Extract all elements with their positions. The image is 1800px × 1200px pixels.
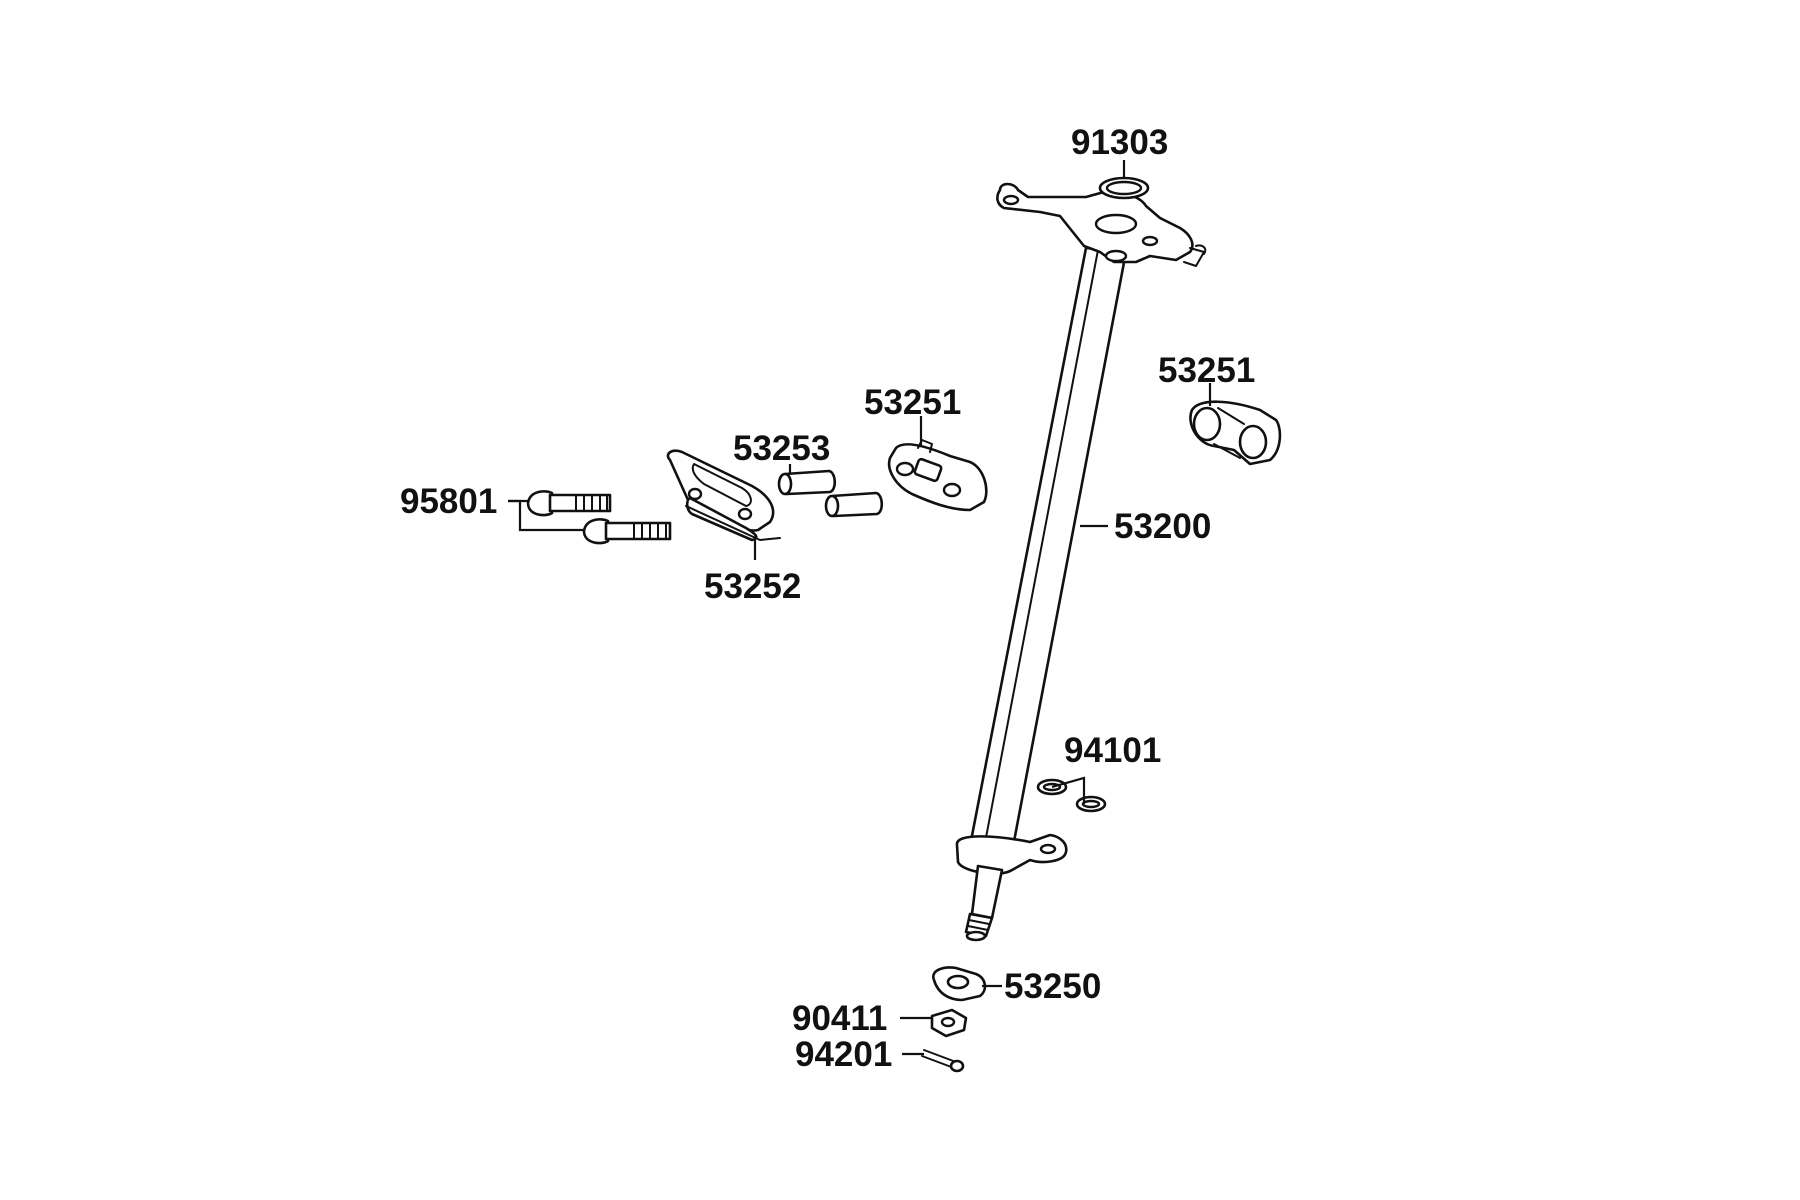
washers-94101 <box>1036 778 1107 813</box>
bush-holder-right <box>1189 400 1282 466</box>
label-53250: 53250 <box>1004 967 1101 1006</box>
holder-plate-53252 <box>666 449 781 542</box>
label-53252: 53252 <box>704 567 801 606</box>
bush-holder-middle <box>887 439 988 512</box>
cotter-pin-94201 <box>921 1049 965 1073</box>
label-95801: 95801 <box>400 482 497 521</box>
label-53200: 53200 <box>1114 507 1211 546</box>
label-90411: 90411 <box>792 999 887 1038</box>
label-53251-mid: 53251 <box>864 383 961 422</box>
steering-shaft <box>955 182 1207 942</box>
label-53253: 53253 <box>733 429 830 468</box>
bush-53250 <box>932 966 987 1002</box>
leader-94101 <box>1051 776 1086 804</box>
bolts-95801 <box>526 490 672 545</box>
washer-91303 <box>1098 176 1150 200</box>
label-53251-right: 53251 <box>1158 351 1255 390</box>
label-94201: 94201 <box>795 1035 892 1074</box>
collars-53253 <box>777 469 884 518</box>
label-91303: 91303 <box>1071 123 1168 162</box>
nut-90411 <box>930 1008 968 1038</box>
label-94101: 94101 <box>1064 731 1161 770</box>
